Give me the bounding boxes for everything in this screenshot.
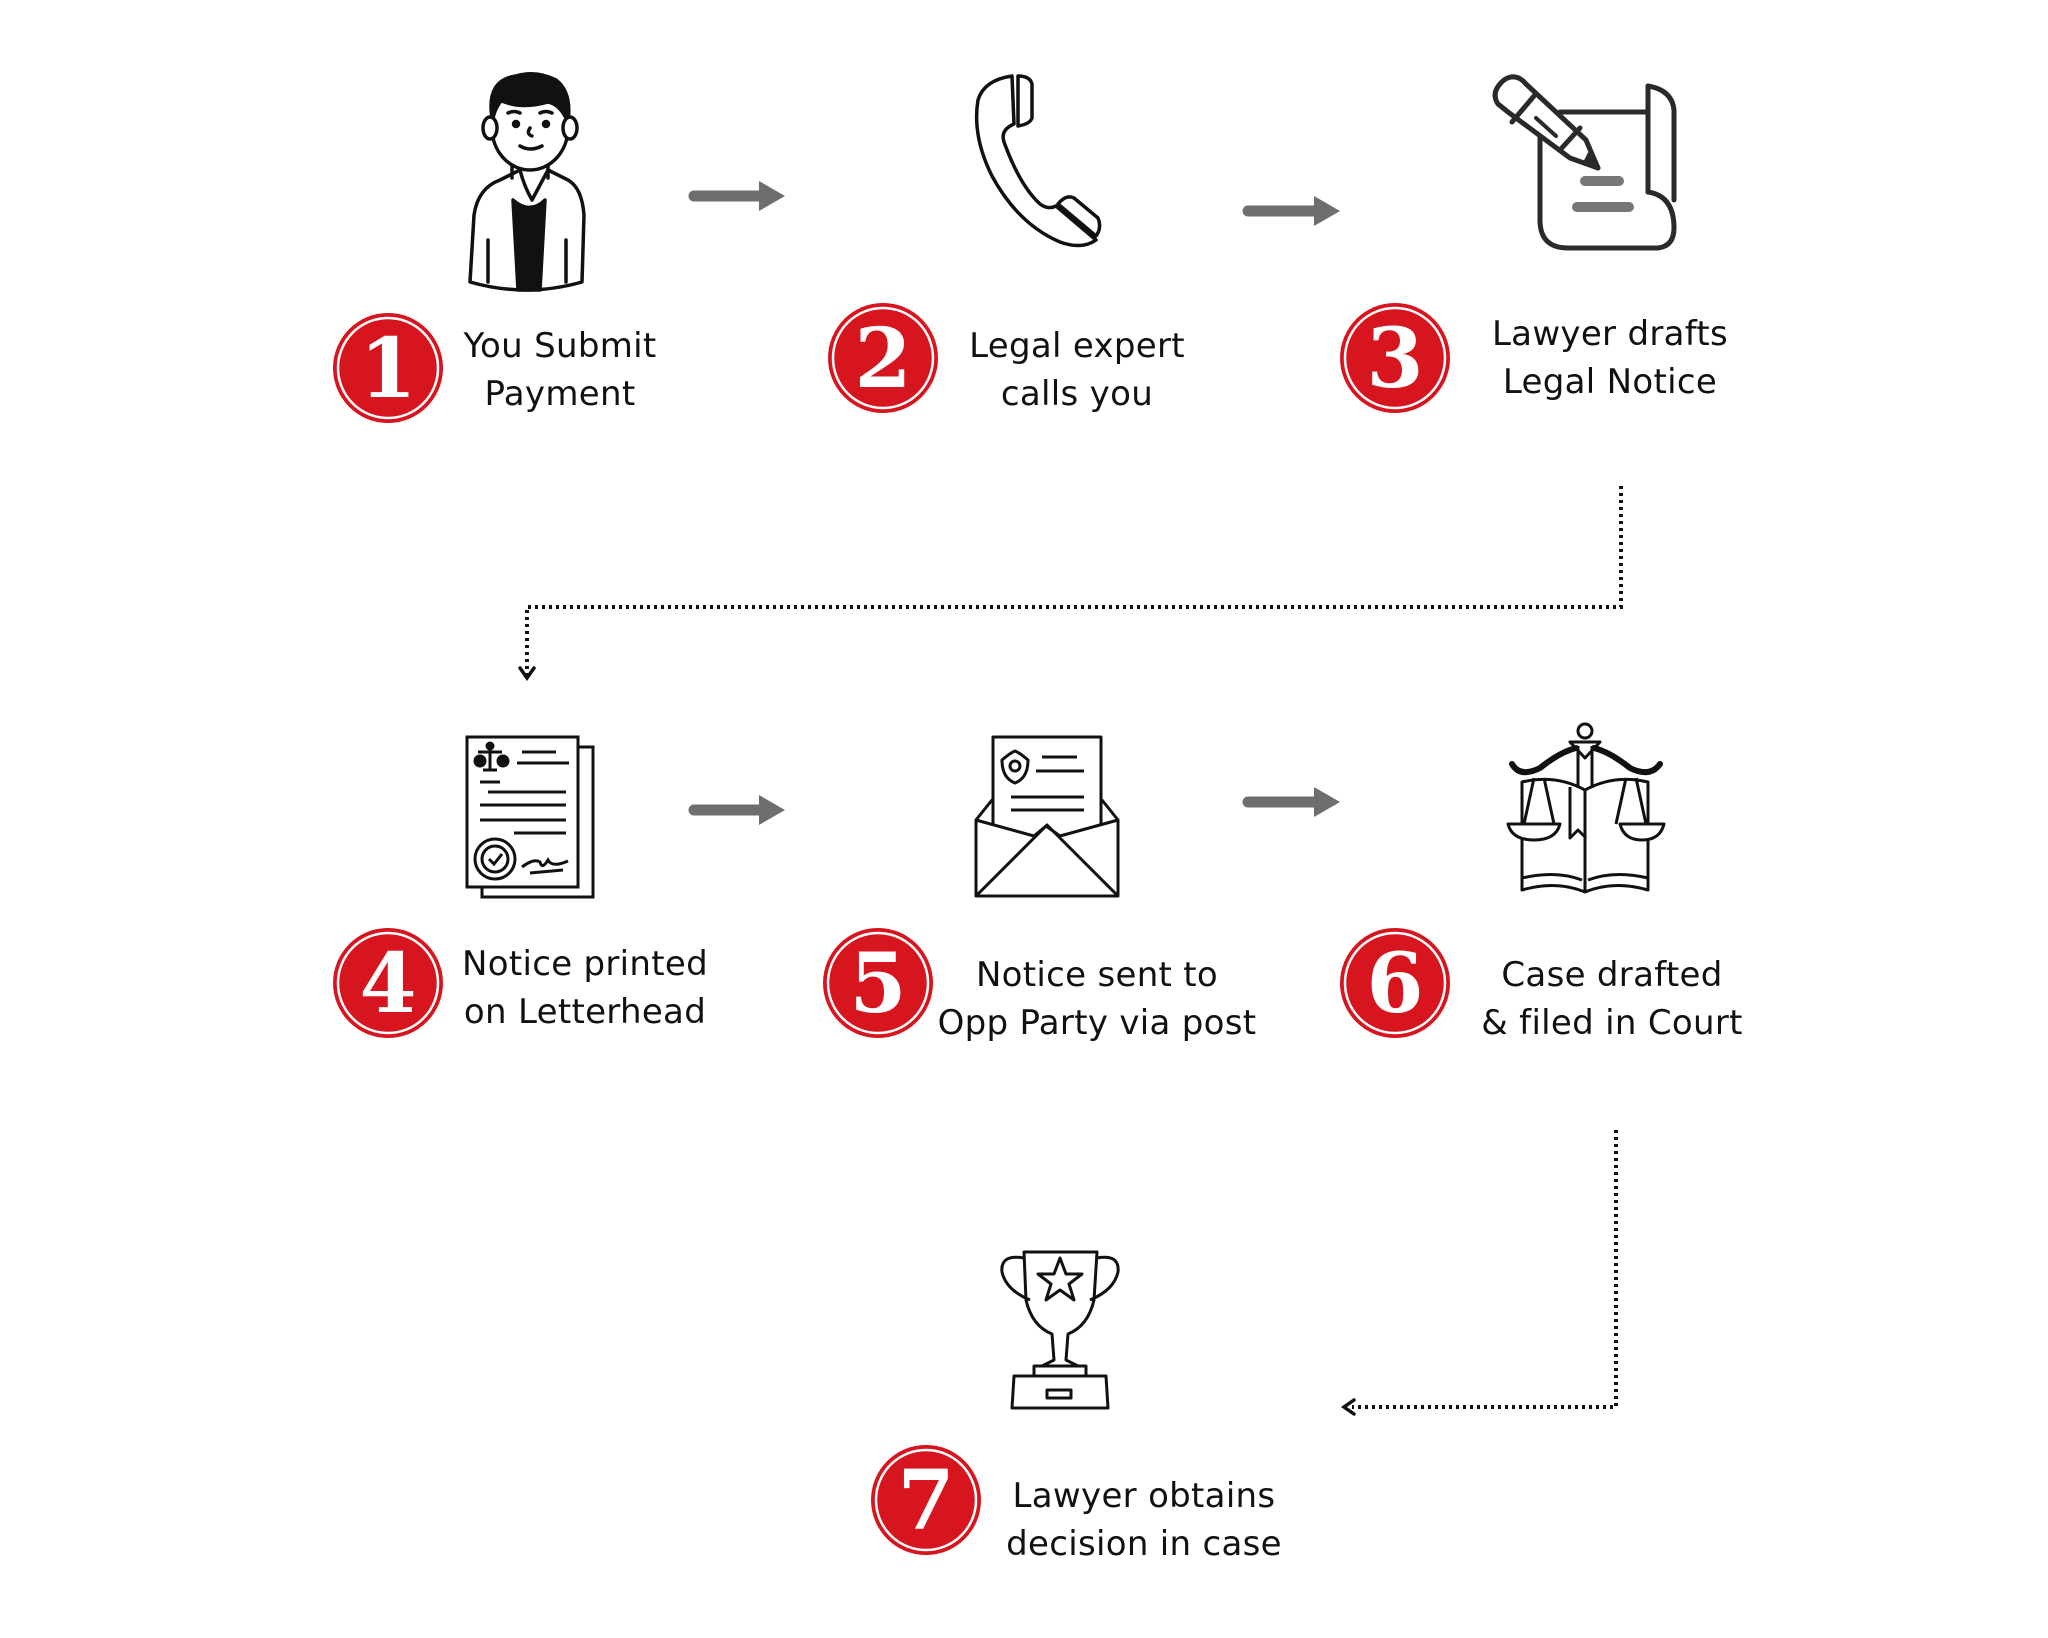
arrow-head-icon (1314, 196, 1340, 226)
step-1-line2: Payment (484, 374, 636, 414)
step-5-label: Notice sent to Opp Party via post (938, 951, 1257, 1047)
step-3-line1: Lawyer drafts (1491, 314, 1729, 354)
badge-ring (826, 931, 930, 1035)
step-7-line1: Lawyer obtains (1012, 1476, 1276, 1516)
chevron-down-icon (518, 666, 536, 682)
step-5-line2: Opp Party via post (937, 1003, 1257, 1043)
step-5-badge: 5 (823, 928, 933, 1038)
step-3-line2: Legal Notice (1502, 362, 1718, 402)
badge-circle (1340, 928, 1450, 1038)
scales-book-icon (1506, 722, 1666, 894)
badge-circle (871, 1445, 981, 1555)
step-2-line2: calls you (1000, 374, 1154, 414)
badge-circle (1340, 303, 1450, 413)
step-number: 7 (897, 1453, 954, 1549)
arrow-2-to-3 (1242, 196, 1340, 226)
chevron-left-icon (1340, 1398, 1356, 1416)
trophy-icon (1000, 1250, 1120, 1410)
step-5-line1: Notice sent to (975, 955, 1219, 995)
arrow-head-icon (1314, 787, 1340, 817)
step-6-label: Case drafted & filed in Court (1481, 951, 1743, 1047)
badge-circle (333, 928, 443, 1038)
step-6-line2: & filed in Court (1481, 1003, 1743, 1043)
step-2-badge: 2 (828, 303, 938, 413)
arrow-5-to-6 (1242, 787, 1340, 817)
badge-ring (874, 1448, 978, 1552)
step-number: 4 (359, 936, 416, 1032)
badge-circle (333, 313, 443, 423)
step-2-label: Legal expert calls you (969, 322, 1185, 418)
step-4-line2: on Letterhead (463, 992, 707, 1032)
step-6-badge: 6 (1340, 928, 1450, 1038)
dotted-connector-6-to-7 (1352, 1130, 1618, 1409)
step-4-badge: 4 (333, 928, 443, 1038)
badge-ring (336, 316, 440, 420)
arrow-1-to-2 (688, 181, 785, 211)
step-3-badge: 3 (1340, 303, 1450, 413)
step-number: 1 (359, 321, 416, 417)
step-4-label: Notice printed on Letterhead (462, 940, 708, 1036)
pencil-document-icon (1492, 74, 1677, 251)
step-number: 3 (1366, 311, 1423, 407)
step-2-line1: Legal expert (969, 326, 1185, 366)
envelope-letter-icon (974, 735, 1120, 898)
step-7-badge: 7 (871, 1445, 981, 1555)
step-7-label: Lawyer obtains decision in case (1006, 1472, 1282, 1568)
badge-ring (336, 931, 440, 1035)
badge-ring (1343, 931, 1447, 1035)
person-icon (468, 72, 586, 292)
step-1-line1: You Submit (463, 326, 657, 366)
badge-circle (823, 928, 933, 1038)
arrow-head-icon (759, 795, 785, 825)
dotted-connector-3-to-4 (525, 486, 1623, 675)
step-number: 2 (854, 311, 911, 407)
badge-ring (831, 306, 935, 410)
step-1-label: You Submit Payment (463, 322, 656, 418)
phone-icon (974, 74, 1102, 248)
badge-circle (828, 303, 938, 413)
step-1-badge: 1 (333, 313, 443, 423)
step-number: 5 (849, 936, 906, 1032)
arrow-4-to-5 (688, 795, 785, 825)
step-6-line1: Case drafted (1501, 955, 1723, 995)
letterhead-document-icon (465, 735, 595, 899)
step-4-line1: Notice printed (461, 944, 709, 984)
arrow-head-icon (759, 181, 785, 211)
step-number: 6 (1366, 936, 1423, 1032)
badge-ring (1343, 306, 1447, 410)
step-7-line2: decision in case (1006, 1524, 1282, 1564)
step-3-label: Lawyer drafts Legal Notice (1492, 310, 1728, 406)
